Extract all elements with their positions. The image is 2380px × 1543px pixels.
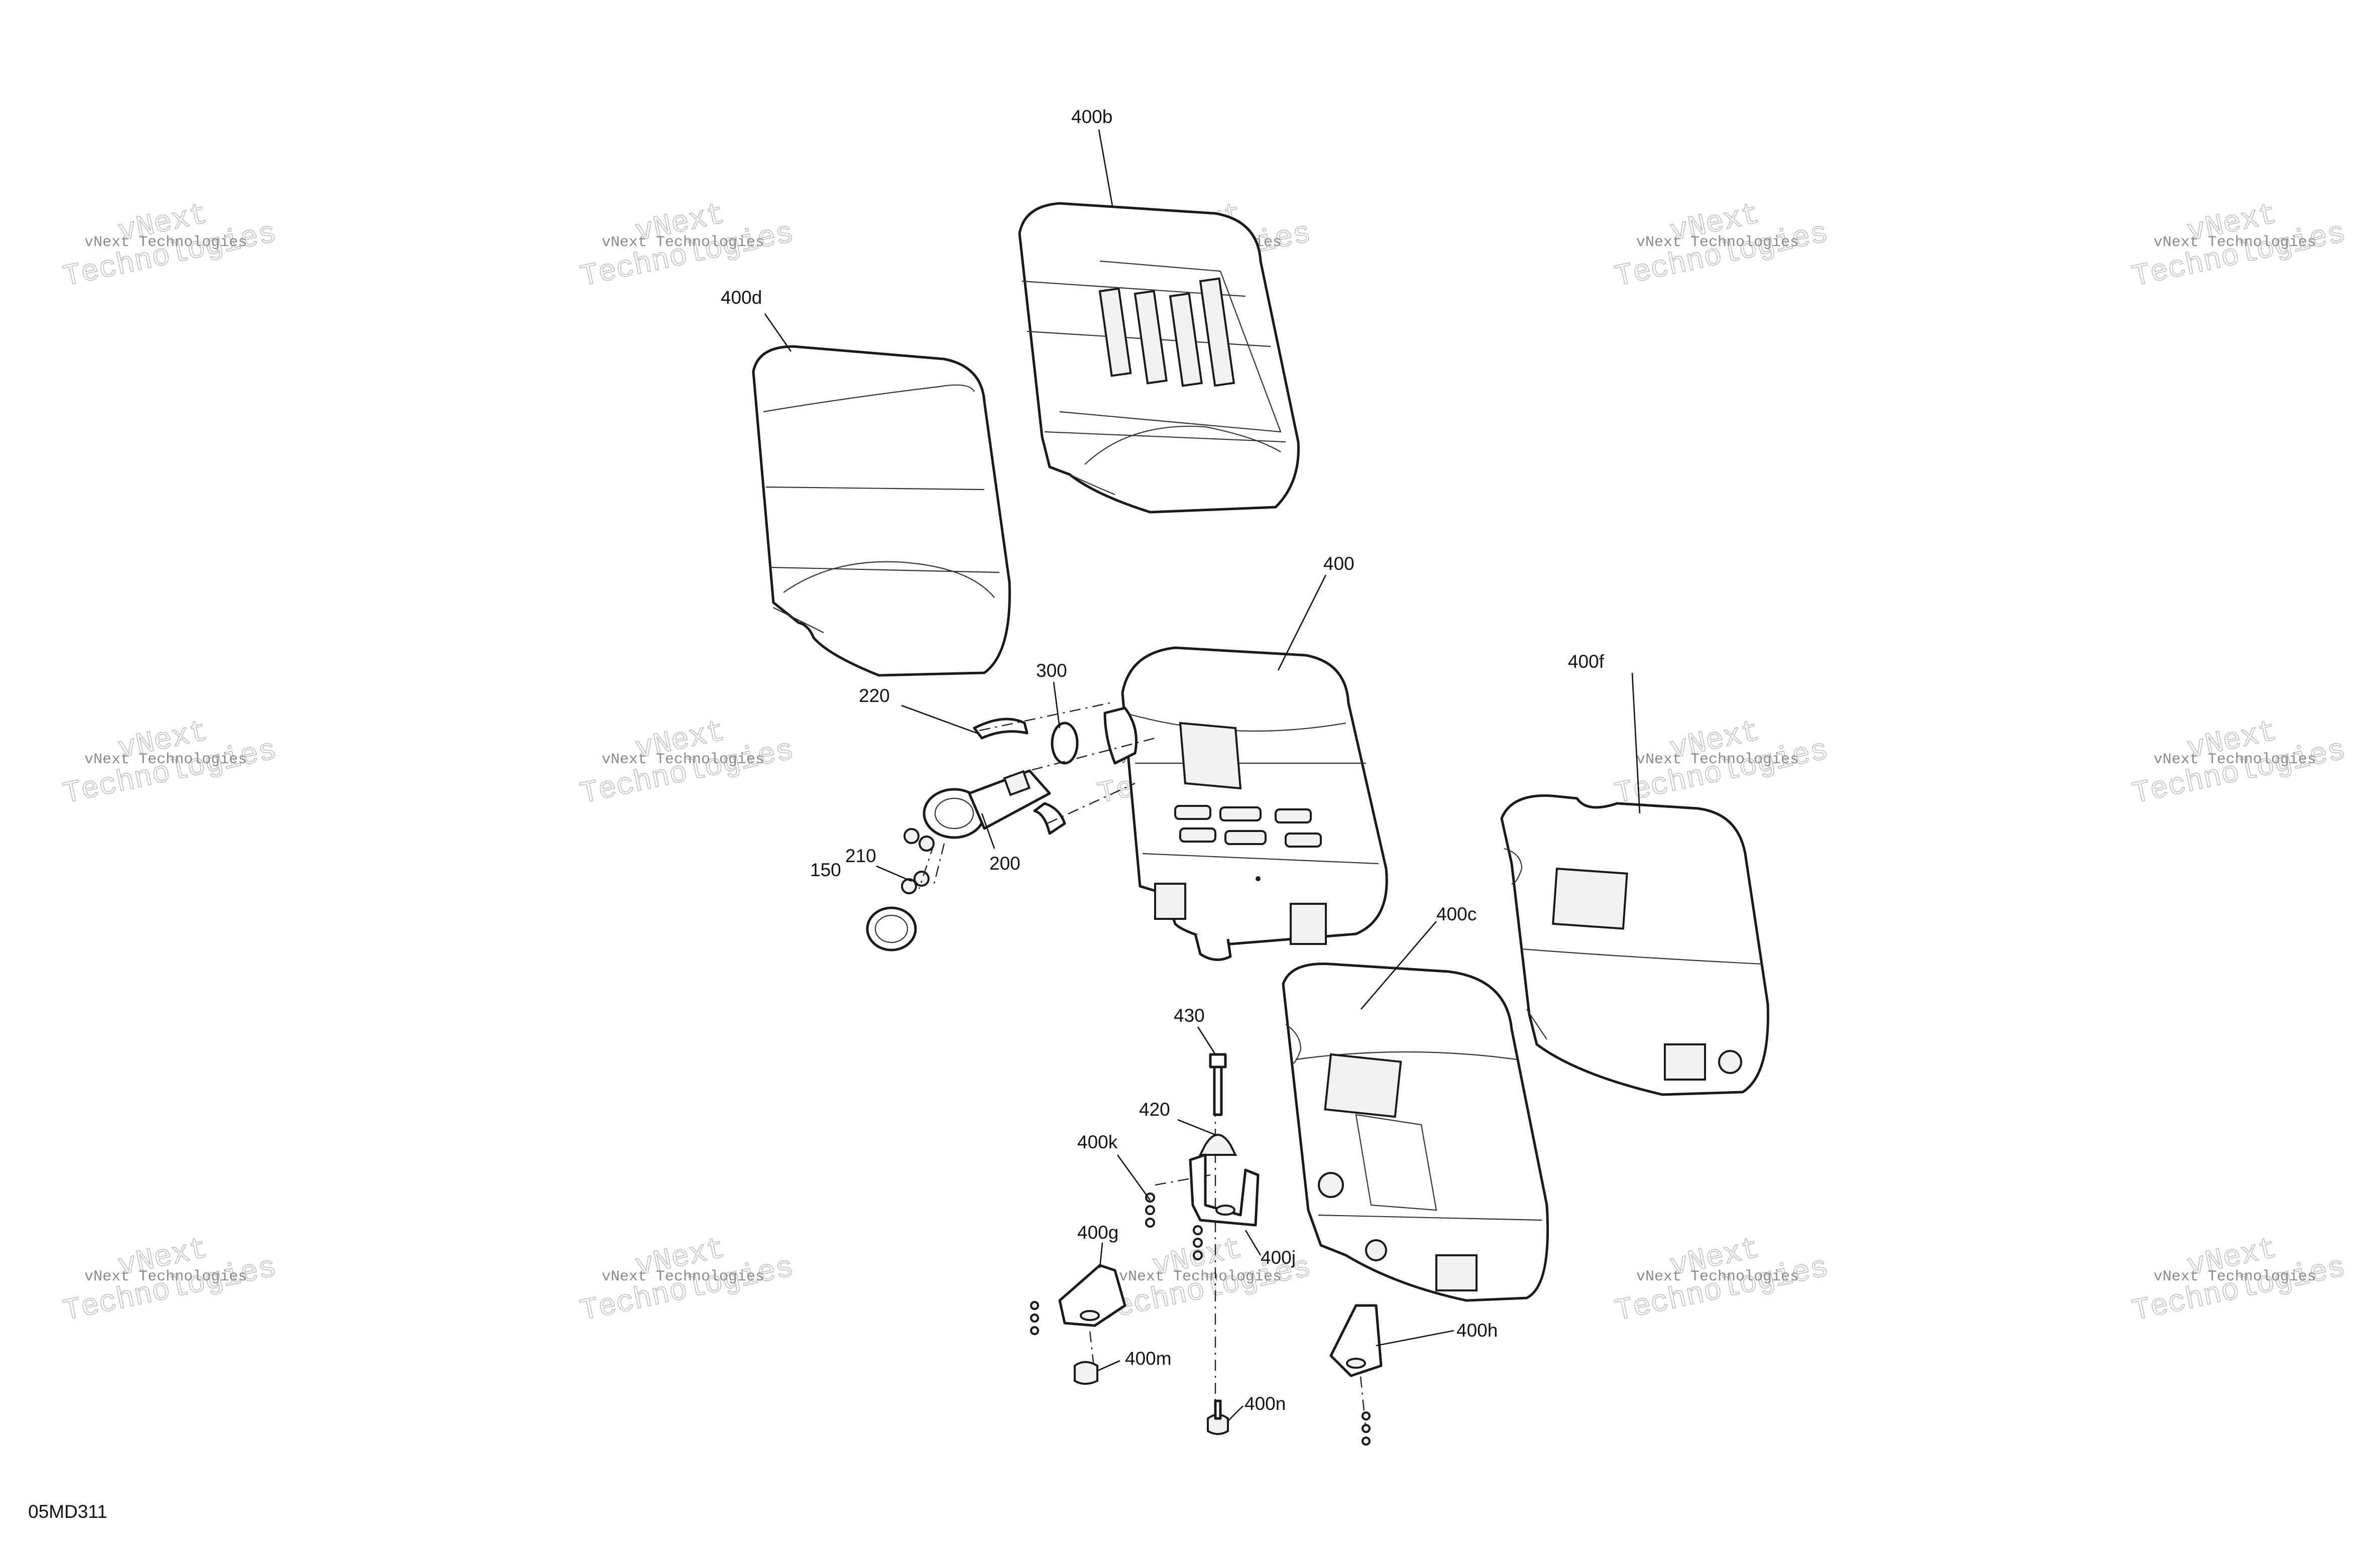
part-150-ring[interactable] xyxy=(866,906,917,952)
watermark-caption: vNext Technologies xyxy=(2154,1268,2316,1285)
part-220-clamp[interactable] xyxy=(973,718,1066,835)
part-430-bolt[interactable] xyxy=(1209,1053,1227,1116)
callout-220[interactable]: 220 xyxy=(859,685,890,706)
part-400c-heat-shield[interactable] xyxy=(1282,963,1549,1302)
watermark-caption: vNext Technologies xyxy=(1636,1268,1799,1285)
watermark-caption: vNext Technologies xyxy=(84,234,247,251)
part-400h-bracket[interactable] xyxy=(1329,1304,1383,1446)
callout-labels: 400b 400d 400 400f 300 220 200 210 150 4… xyxy=(721,106,1605,1414)
watermark-caption: vNext Technologies xyxy=(602,234,764,251)
part-400b-heat-shield[interactable] xyxy=(1018,202,1300,514)
drawing-code: 05MD311 xyxy=(28,1501,107,1522)
part-210-sensor-nut[interactable] xyxy=(901,871,930,894)
part-400m-isolator[interactable] xyxy=(1074,1361,1098,1385)
watermark-caption: vNext Technologies xyxy=(84,1268,247,1285)
callout-400g[interactable]: 400g xyxy=(1077,1222,1118,1243)
callout-400j[interactable]: 400j xyxy=(1261,1247,1296,1268)
callout-210[interactable]: 210 xyxy=(845,846,876,866)
watermark-caption: vNext Technologies xyxy=(602,751,764,768)
callout-400d[interactable]: 400d xyxy=(721,287,762,308)
leader-lines xyxy=(764,129,1641,1421)
part-400n-isolator[interactable] xyxy=(1207,1399,1229,1435)
watermark-caption: vNext Technologies xyxy=(1636,751,1799,768)
part-400k-nuts[interactable] xyxy=(1145,1193,1203,1260)
part-400d-heat-shield[interactable] xyxy=(752,345,1011,677)
callout-400m[interactable]: 400m xyxy=(1125,1348,1172,1369)
callout-430[interactable]: 430 xyxy=(1174,1005,1205,1026)
part-200-inlet-pipe[interactable] xyxy=(903,769,1051,852)
callout-200[interactable]: 200 xyxy=(989,853,1021,874)
watermark-caption: vNext Technologies xyxy=(2154,751,2316,768)
callout-400n[interactable]: 400n xyxy=(1244,1393,1286,1414)
part-420-isolator[interactable] xyxy=(1198,1134,1237,1156)
callout-400b[interactable]: 400b xyxy=(1071,106,1112,127)
watermark-caption: vNext Technologies xyxy=(602,1268,764,1285)
callout-400c[interactable]: 400c xyxy=(1436,904,1477,924)
part-400j-bracket[interactable] xyxy=(1189,1153,1260,1227)
callout-300[interactable]: 300 xyxy=(1036,660,1067,681)
part-300-gasket[interactable] xyxy=(1051,706,1138,765)
watermark-caption: vNext Technologies xyxy=(84,751,247,768)
callout-420[interactable]: 420 xyxy=(1139,1099,1170,1120)
callout-150[interactable]: 150 xyxy=(810,860,841,880)
callout-400f[interactable]: 400f xyxy=(1568,651,1605,672)
watermark-caption: vNext Technologies xyxy=(1119,1268,1282,1285)
callout-400k[interactable]: 400k xyxy=(1077,1132,1118,1152)
watermark-caption: vNext Technologies xyxy=(2154,234,2316,251)
part-400-muffler[interactable] xyxy=(1121,646,1388,961)
callout-400h[interactable]: 400h xyxy=(1456,1320,1498,1341)
watermark-caption: vNext Technologies xyxy=(1636,234,1799,251)
part-400f-heat-shield[interactable] xyxy=(1500,794,1769,1096)
callout-400[interactable]: 400 xyxy=(1323,553,1354,574)
